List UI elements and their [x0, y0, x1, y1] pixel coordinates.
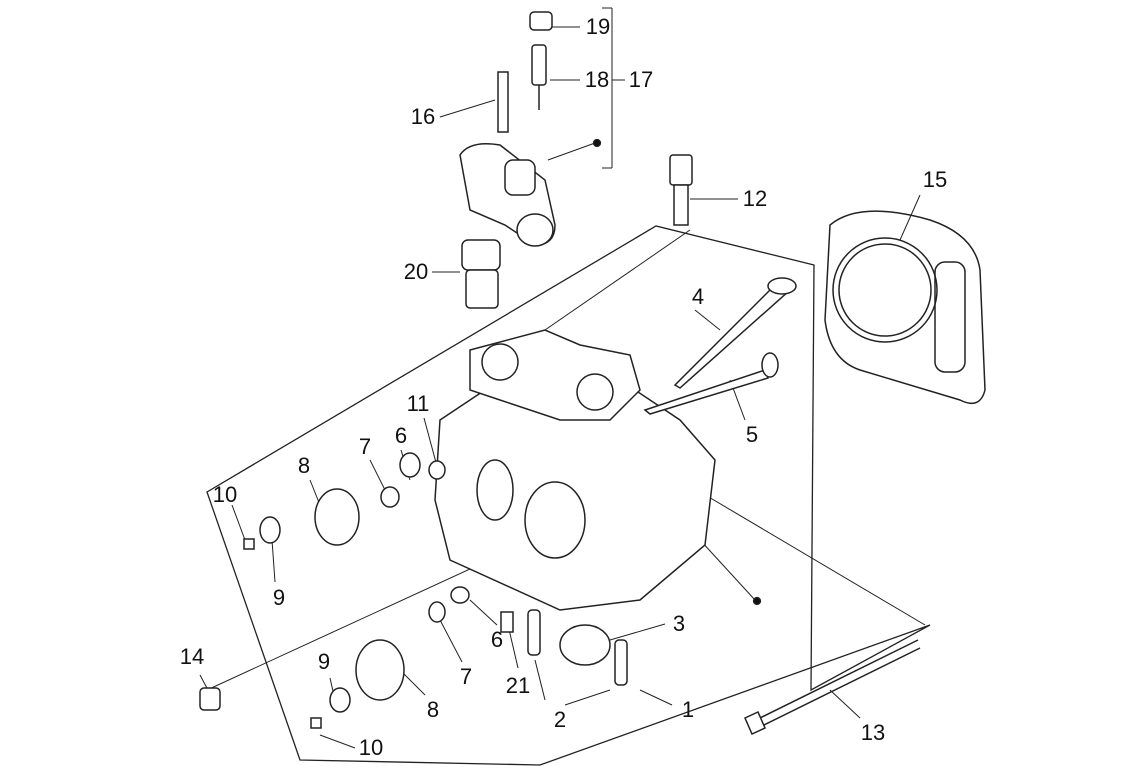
callout-1: 1	[681, 697, 695, 722]
callout-10-upper: 10	[212, 482, 238, 507]
callout-8-lower: 8	[426, 697, 440, 722]
bolt	[744, 639, 921, 736]
callout-16: 16	[410, 104, 436, 129]
head-gasket	[824, 210, 986, 405]
callout-7-upper: 7	[358, 434, 372, 459]
callout-3: 3	[672, 611, 686, 636]
callout-15: 15	[922, 167, 948, 192]
callout-10-lower: 10	[358, 735, 384, 760]
callout-4: 4	[691, 284, 705, 309]
callout-5: 5	[745, 422, 759, 447]
callout-6-upper: 6	[394, 423, 408, 448]
callout-9-upper: 9	[272, 585, 286, 610]
callout-7-lower: 7	[459, 664, 473, 689]
callout-18: 18	[584, 67, 610, 92]
assembly-frame	[206, 225, 931, 766]
callout-14: 14	[179, 644, 205, 669]
cylinder-head	[434, 329, 716, 686]
callout-17: 17	[628, 67, 654, 92]
valves	[643, 277, 797, 415]
callout-9-lower: 9	[317, 649, 331, 674]
callout-13: 13	[860, 720, 886, 745]
callout-2: 2	[553, 707, 567, 732]
callout-6-lower: 6	[490, 627, 504, 652]
callout-19: 19	[585, 14, 611, 39]
callout-20: 20	[403, 259, 429, 284]
callout-8-upper: 8	[297, 453, 311, 478]
callout-21: 21	[505, 673, 531, 698]
springs	[199, 452, 514, 729]
thermostat-housing	[459, 11, 693, 309]
leader-lines	[199, 7, 926, 749]
callout-11: 11	[406, 391, 430, 416]
callout-12: 12	[742, 186, 768, 211]
